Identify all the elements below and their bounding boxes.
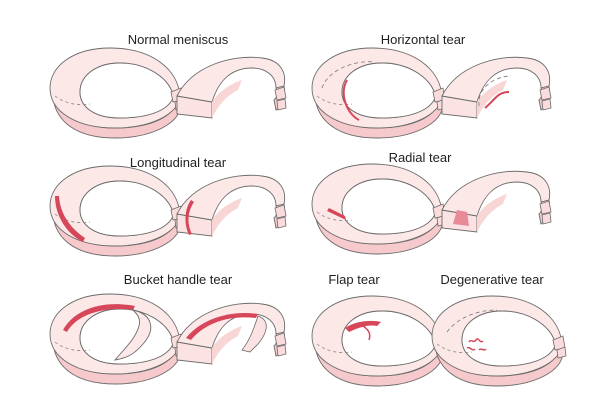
label-radial-tear: Radial tear bbox=[388, 150, 452, 165]
label-bucket-handle-tear: Bucket handle tear bbox=[123, 272, 233, 287]
radial-tear-full bbox=[311, 163, 447, 255]
label-longitudinal-tear: Longitudinal tear bbox=[129, 155, 227, 170]
normal-meniscus-full bbox=[49, 47, 185, 139]
horizontal-tear-section bbox=[441, 56, 552, 119]
bucket-handle-tear-full bbox=[49, 293, 185, 385]
label-degenerative-tear: Degenerative tear bbox=[440, 272, 544, 287]
radial-tear-section bbox=[441, 170, 552, 233]
bucket-handle-tear-section bbox=[176, 302, 287, 365]
longitudinal-tear-section bbox=[176, 174, 287, 237]
normal-meniscus-section bbox=[176, 56, 287, 119]
longitudinal-tear-full bbox=[49, 165, 185, 257]
label-flap-tear: Flap tear bbox=[328, 272, 380, 287]
label-normal-meniscus: Normal meniscus bbox=[127, 32, 229, 47]
horizontal-tear-full bbox=[311, 47, 447, 139]
label-horizontal-tear: Horizontal tear bbox=[380, 32, 466, 47]
degenerative-tear-full bbox=[431, 295, 567, 387]
flap-tear-full bbox=[311, 295, 447, 387]
